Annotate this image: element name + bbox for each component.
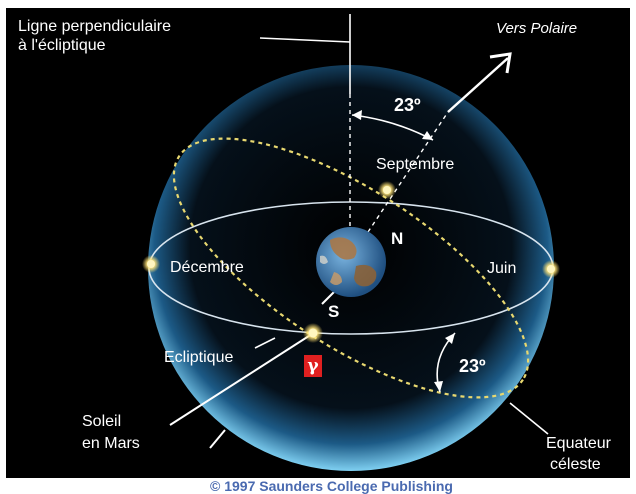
south-label: S	[328, 302, 340, 321]
sun-march-label-line1: Soleil	[82, 413, 122, 430]
earth-axis-dashed	[367, 111, 449, 233]
angle-arc-top-head-right	[422, 131, 433, 140]
equator-label-line2: céleste	[550, 456, 601, 473]
angle-bottom-label: 23º	[459, 356, 486, 376]
angle-arc-bottom-head-bottom	[434, 381, 443, 392]
perpendicular-pointer	[259, 37, 351, 43]
sun-december-core	[147, 260, 155, 268]
polaris-arrow-head	[489, 52, 512, 74]
sun-march-pointer-tail	[209, 429, 226, 449]
ecliptic-label: Ecliptique	[164, 349, 234, 366]
angle-arc-bottom-head-top	[445, 333, 455, 344]
december-label: Décembre	[170, 259, 244, 276]
north-label: N	[391, 229, 404, 248]
polaris-label: Vers Polaire	[496, 20, 578, 37]
sun-june-core	[547, 265, 555, 273]
aries-symbol: γ	[304, 355, 322, 377]
equator-label-line1: Equateur	[546, 435, 611, 452]
angle-arc-top-head-left	[352, 110, 362, 120]
sun-march-core	[308, 328, 318, 338]
sun-september-core	[383, 186, 391, 194]
earth-axis-south	[321, 290, 336, 305]
sun-march-label-line2: en Mars	[82, 435, 140, 452]
perpendicular-label-line1: Ligne perpendiculaire	[18, 18, 171, 35]
equator-pointer	[509, 402, 549, 435]
polaris-arrow-shaft	[447, 57, 509, 113]
ecliptic-pointer	[254, 337, 276, 349]
september-label: Septembre	[376, 156, 455, 173]
june-label: Juin	[487, 260, 517, 277]
copyright-text: © 1997 Saunders College Publishing	[210, 478, 453, 494]
perpendicular-label-line2: à l'écliptique	[18, 37, 106, 54]
angle-top-label: 23º	[394, 95, 421, 115]
sun-march-pointer	[169, 333, 313, 426]
earth	[316, 227, 386, 297]
